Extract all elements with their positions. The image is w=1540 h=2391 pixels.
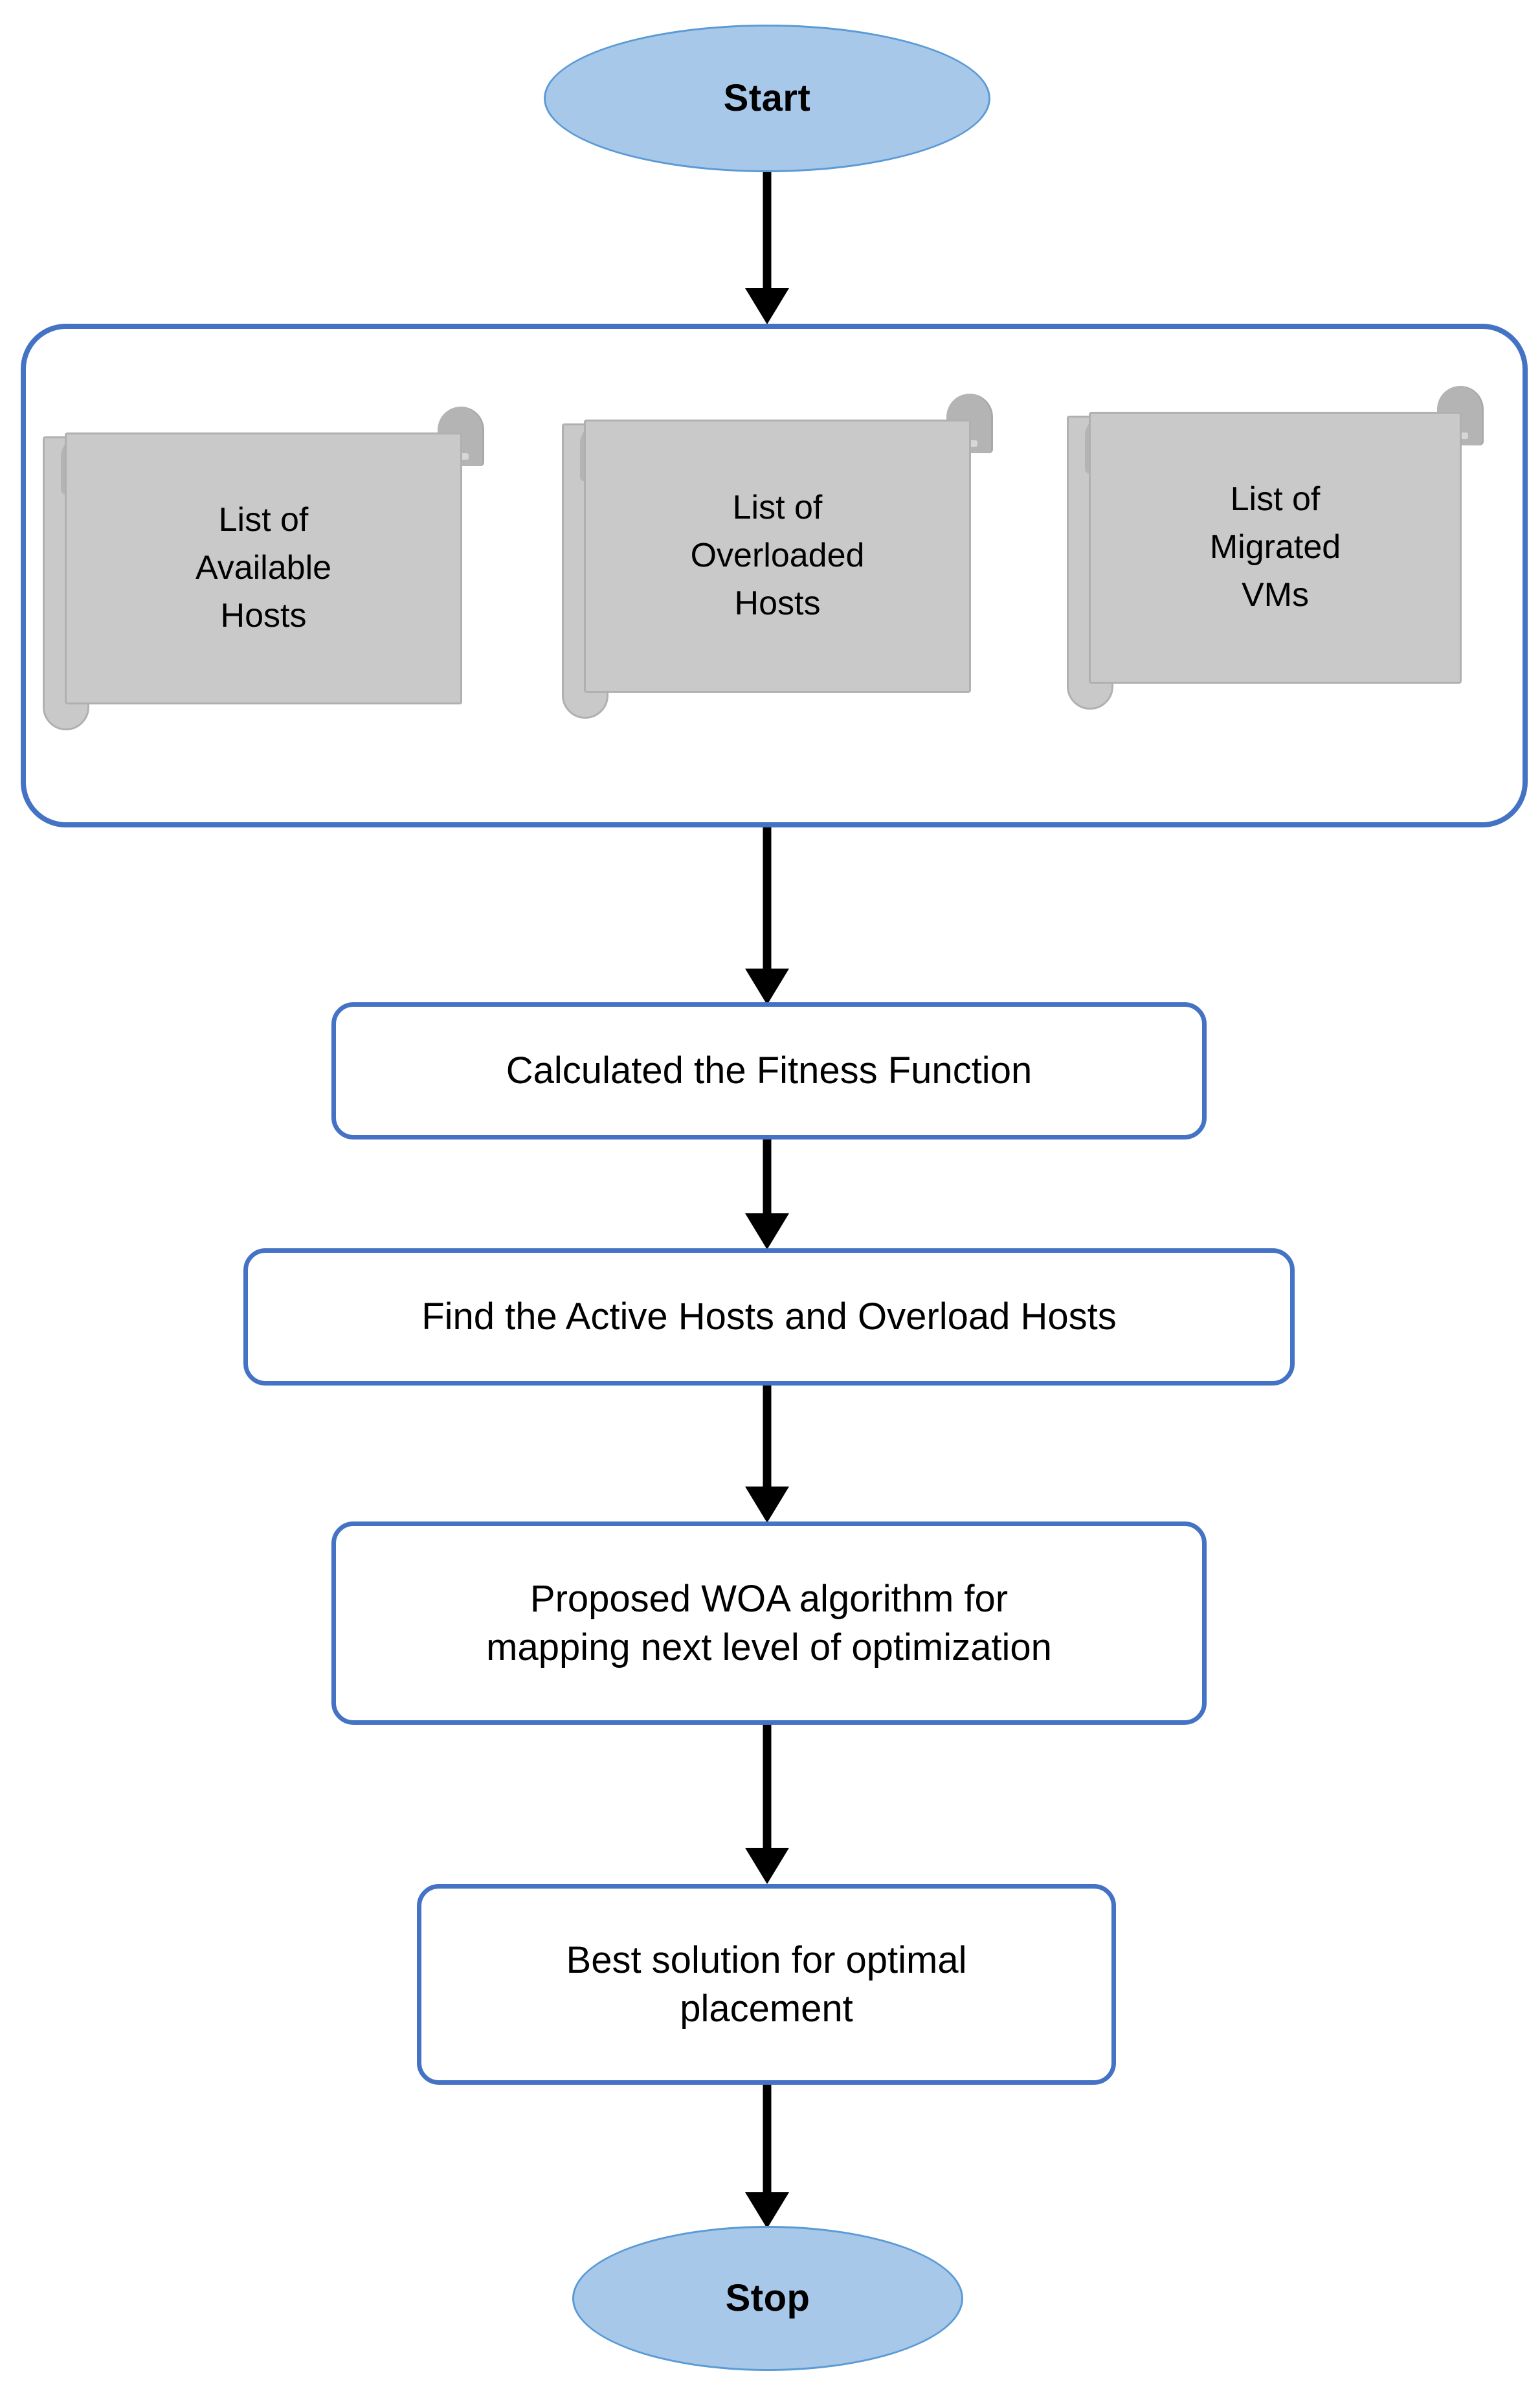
- node-find-active-hosts-label: Find the Active Hosts and Overload Hosts: [421, 1296, 1117, 1338]
- node-start-label: Start: [723, 77, 811, 120]
- scroll-body: List of Available Hosts: [65, 432, 462, 704]
- scroll-body: List of Migrated VMs: [1089, 412, 1462, 684]
- node-fitness-function[interactable]: Calculated the Fitness Function: [331, 1002, 1207, 1139]
- document-label-line1: List of: [218, 501, 309, 539]
- edge-arrowhead: [745, 2192, 789, 2228]
- edge-shaft: [763, 827, 772, 971]
- edge-shaft: [763, 1139, 772, 1216]
- document-label: List of Overloaded Hosts: [680, 484, 875, 627]
- edge-start-to-inputs: [725, 172, 809, 324]
- edge-fitness-to-find-hosts: [725, 1139, 809, 1250]
- edge-arrowhead: [745, 969, 789, 1005]
- edge-arrowhead: [745, 1487, 789, 1523]
- document-label: List of Available Hosts: [185, 497, 342, 640]
- document-available-hosts[interactable]: List of Available Hosts: [43, 407, 484, 730]
- node-best-line1: Best solution for optimal: [566, 1938, 967, 1981]
- node-woa-algorithm-label: Proposed WOA algorithm for mapping next …: [486, 1575, 1052, 1672]
- node-start[interactable]: Start: [544, 25, 990, 172]
- edge-arrowhead: [745, 288, 789, 324]
- node-woa-line2: mapping next level of optimization: [486, 1626, 1052, 1668]
- document-label-line1: List of: [1230, 480, 1321, 519]
- document-overloaded-hosts[interactable]: List of Overloaded Hosts: [562, 394, 993, 719]
- node-woa-algorithm[interactable]: Proposed WOA algorithm for mapping next …: [331, 1521, 1207, 1725]
- edge-arrowhead: [745, 1213, 789, 1250]
- node-find-active-hosts[interactable]: Find the Active Hosts and Overload Hosts: [243, 1248, 1295, 1386]
- document-label-line2: Available: [195, 549, 332, 587]
- document-label-line3: VMs: [1242, 576, 1309, 614]
- document-label-line2: Overloaded: [690, 537, 865, 575]
- document-label-line3: Hosts: [734, 584, 821, 622]
- edge-arrowhead: [745, 1848, 789, 1884]
- node-best-solution[interactable]: Best solution for optimal placement: [417, 1884, 1116, 2085]
- document-migrated-vms[interactable]: List of Migrated VMs: [1067, 386, 1484, 710]
- inputs-group-container: [21, 324, 1528, 827]
- node-woa-line1: Proposed WOA algorithm for: [530, 1577, 1009, 1620]
- scroll-body: List of Overloaded Hosts: [584, 420, 971, 693]
- edge-shaft: [763, 2085, 772, 2195]
- document-label-line1: List of: [732, 489, 823, 527]
- edge-shaft: [763, 1725, 772, 1850]
- node-best-line2: placement: [680, 1988, 853, 2030]
- document-label-line2: Migrated: [1209, 528, 1341, 567]
- edge-shaft: [763, 1386, 772, 1489]
- edge-inputs-to-fitness: [725, 827, 809, 1005]
- edge-best-solution-to-stop: [725, 2085, 809, 2228]
- node-best-solution-label: Best solution for optimal placement: [566, 1936, 967, 2034]
- document-label-line3: Hosts: [220, 596, 307, 634]
- node-stop-label: Stop: [725, 2277, 810, 2320]
- node-fitness-function-label: Calculated the Fitness Function: [506, 1050, 1032, 1092]
- edge-woa-to-best-solution: [725, 1725, 809, 1884]
- edge-shaft: [763, 172, 772, 293]
- edge-find-hosts-to-woa: [725, 1386, 809, 1523]
- node-stop[interactable]: Stop: [572, 2226, 963, 2371]
- document-label: List of Migrated VMs: [1200, 476, 1351, 619]
